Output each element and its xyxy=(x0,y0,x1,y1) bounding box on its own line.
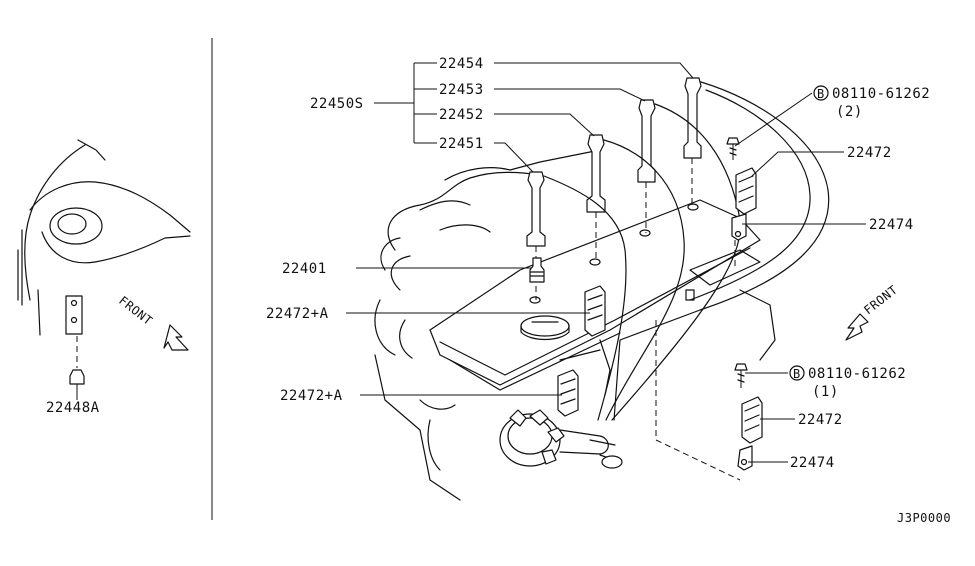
part-label-bolt-lower: 08110-61262 xyxy=(808,366,906,382)
spark-plug xyxy=(529,257,545,283)
part-label-22451: 22451 xyxy=(439,136,484,152)
bolt-marker-lower-text: B xyxy=(793,367,801,381)
part-label-bolt-upper-qty: (2) xyxy=(836,104,863,120)
part-label-22472A-upper: 22472+A xyxy=(266,306,329,322)
part-label-22450S: 22450S xyxy=(310,96,364,112)
diagram-code: J3P0000 xyxy=(897,511,951,525)
leader-lines xyxy=(346,62,866,463)
callout-labels: 22450S 22454 22453 22452 22451 22401 224… xyxy=(266,56,951,525)
part-label-22454: 22454 xyxy=(439,56,484,72)
bracket-22474-upper xyxy=(731,213,747,241)
bolt-lower xyxy=(734,363,748,388)
front-arrow-right: FRONT xyxy=(845,283,900,341)
clamp-22472-upper xyxy=(735,167,757,215)
front-label-right: FRONT xyxy=(861,283,900,318)
engine-assembly xyxy=(374,149,776,501)
bolt-marker-lower xyxy=(789,365,805,381)
part-label-22448A: 22448A xyxy=(46,400,100,416)
part-label-22452: 22452 xyxy=(439,107,484,123)
bolt-marker-upper-text: B xyxy=(817,87,825,101)
clamp-22472A-upper xyxy=(584,285,606,337)
part-label-22474-upper: 22474 xyxy=(869,217,914,233)
bracket-22474-lower xyxy=(737,445,753,471)
left-inset-engine-mount xyxy=(17,139,191,400)
part-label-22472A-lower: 22472+A xyxy=(280,388,343,404)
distributor xyxy=(499,409,623,469)
part-label-bolt-lower-qty: (1) xyxy=(812,384,839,400)
bolt-marker-upper xyxy=(813,85,829,101)
part-label-22453: 22453 xyxy=(439,82,484,98)
part-label-bolt-upper: 08110-61262 xyxy=(832,86,930,102)
part-label-22472-upper: 22472 xyxy=(847,145,892,161)
bolt-upper xyxy=(726,137,740,160)
clamp-22472A-lower xyxy=(557,369,579,417)
clamp-22472-lower xyxy=(741,396,763,444)
front-arrow-left: FRONT xyxy=(116,293,189,351)
front-label-left: FRONT xyxy=(116,293,155,328)
part-label-22474-lower: 22474 xyxy=(790,455,835,471)
ignition-cables xyxy=(526,77,830,481)
part-label-22472-lower: 22472 xyxy=(798,412,843,428)
part-label-22401: 22401 xyxy=(282,261,327,277)
